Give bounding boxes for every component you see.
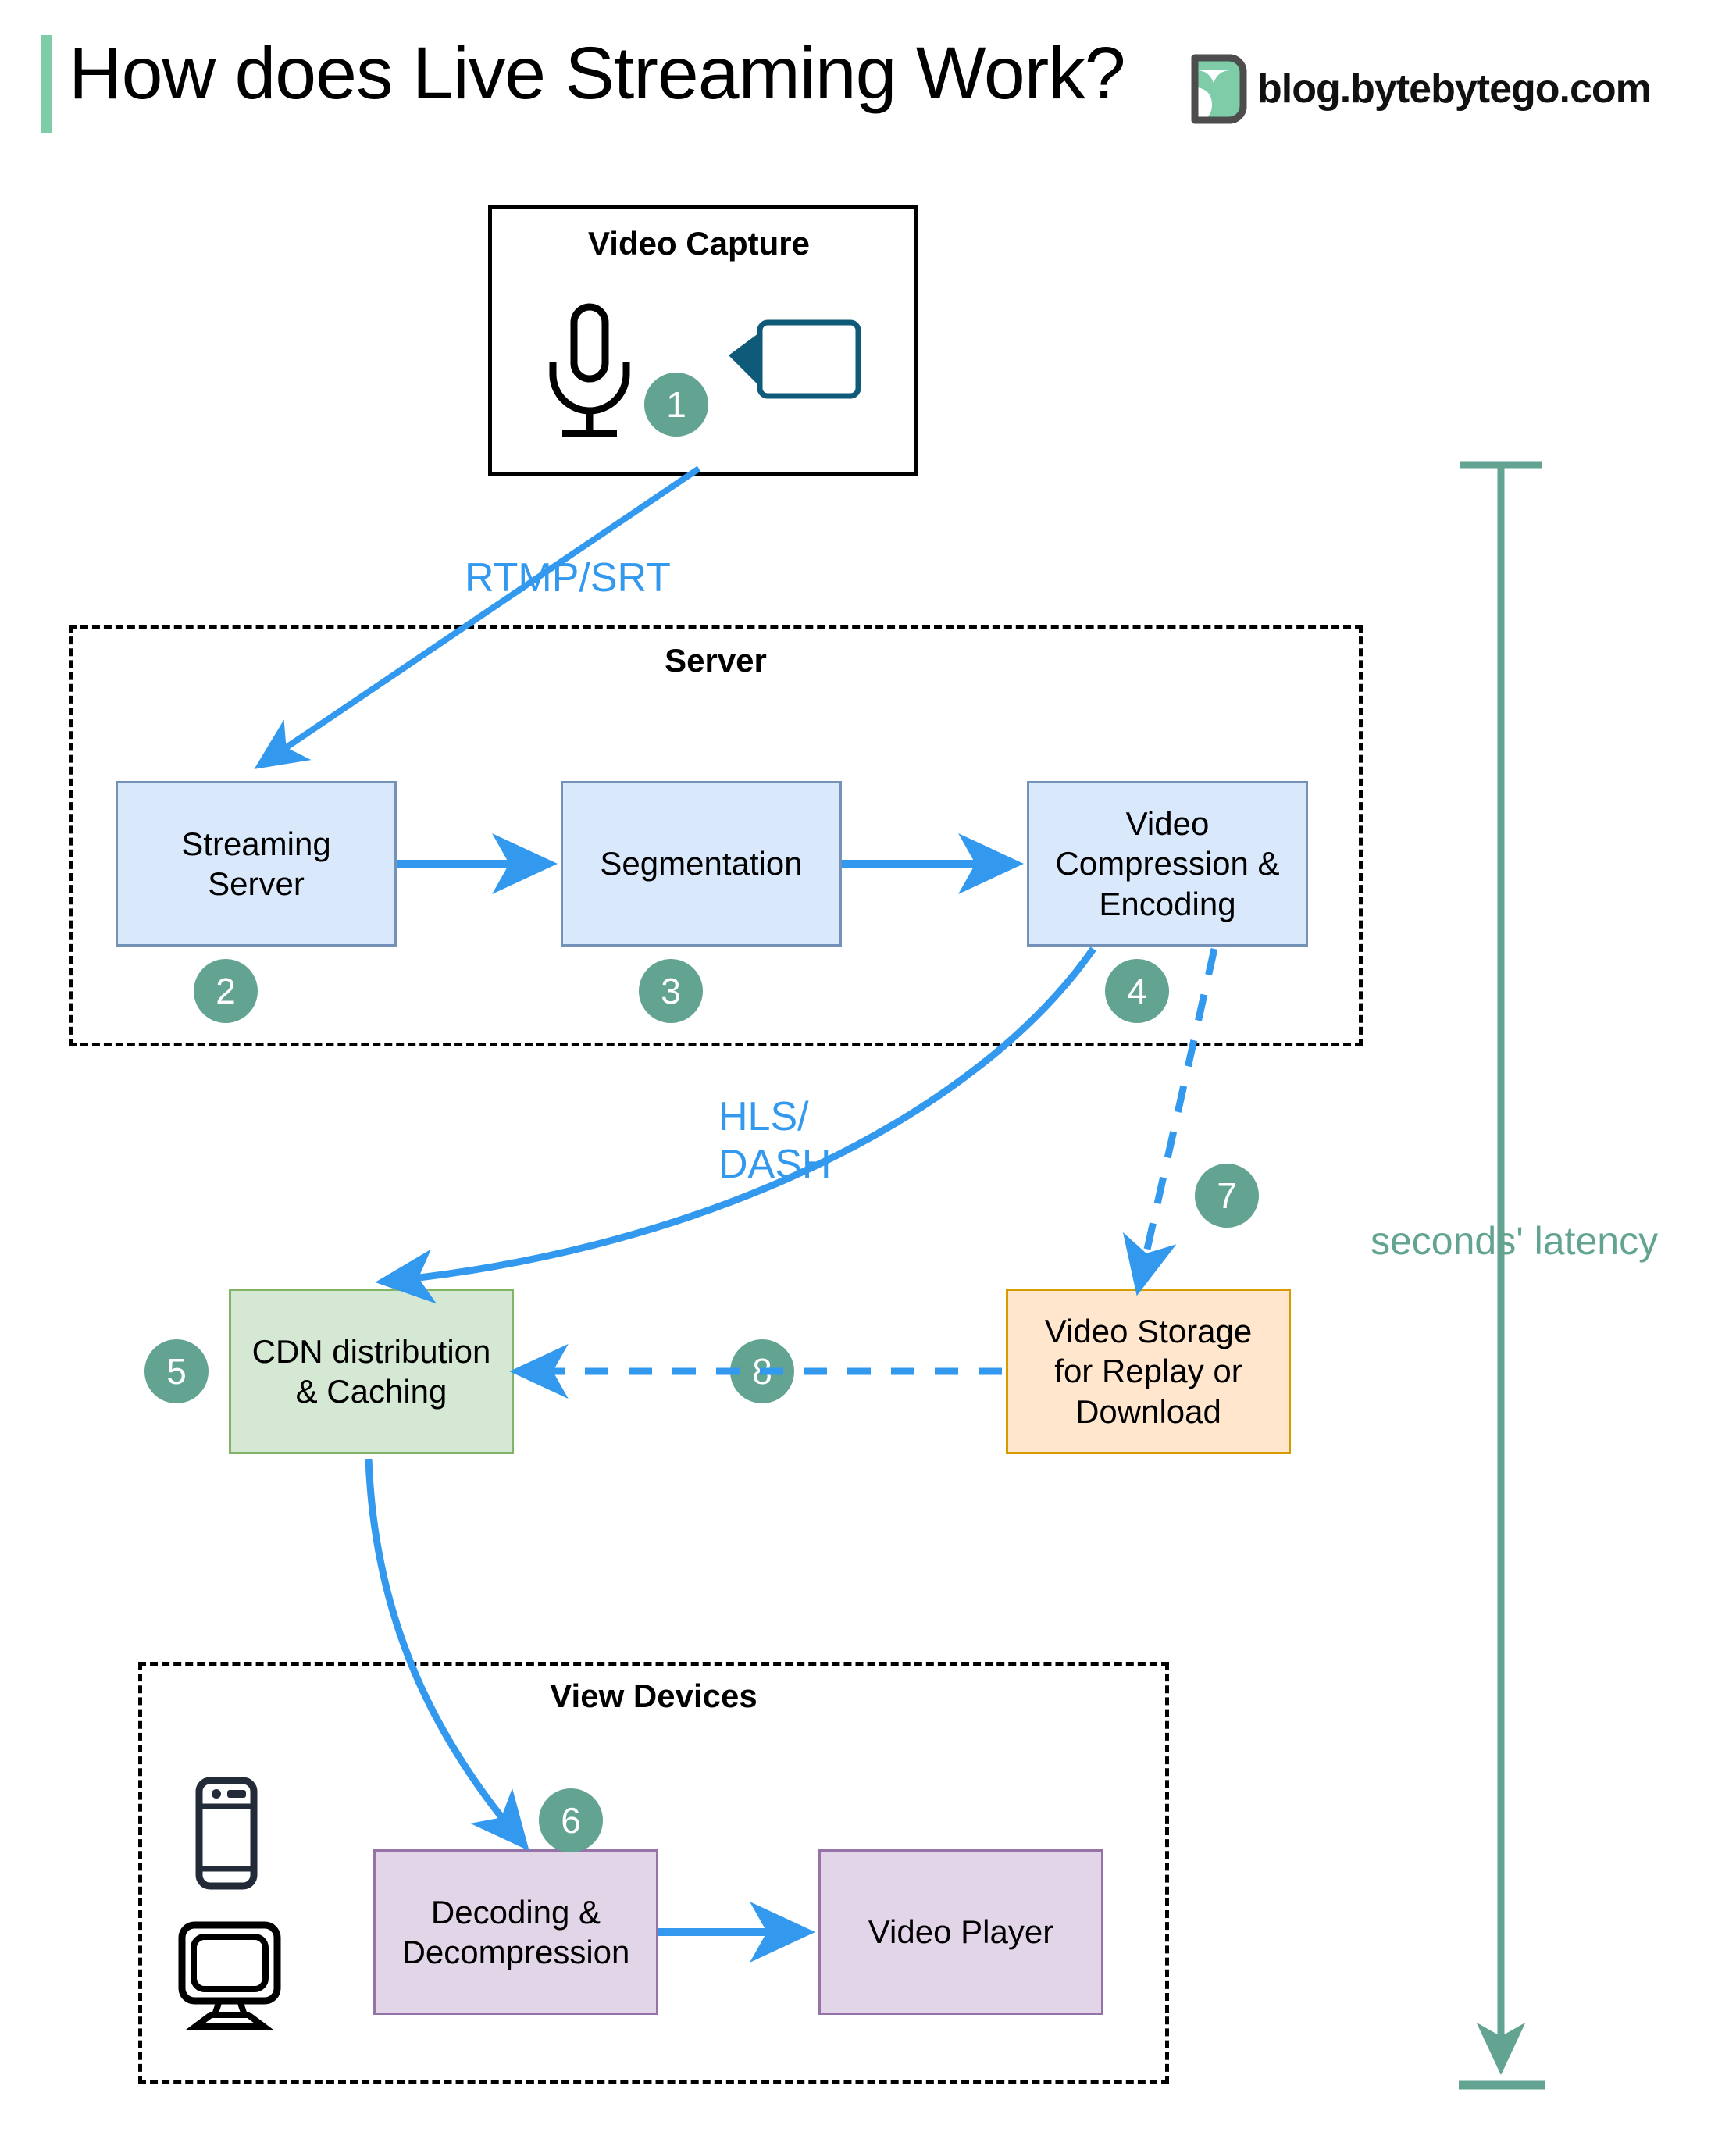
latency-annotation-label: seconds' latency: [1371, 1219, 1659, 1263]
node-video-compression-encoding-label: Video Compression & Encoding: [1055, 805, 1280, 922]
node-video-compression-encoding[interactable]: Video Compression & Encoding: [1027, 781, 1308, 947]
node-video-storage[interactable]: Video Storage for Replay or Download: [1006, 1289, 1291, 1454]
brand-watermark: blog.bytebytego.com: [1187, 47, 1652, 131]
node-segmentation[interactable]: Segmentation: [561, 781, 842, 947]
badge-4: 4: [1105, 959, 1169, 1023]
server-group-title: Server: [665, 642, 767, 679]
node-video-player-label: Video Player: [868, 1913, 1054, 1951]
brand-text: blog.bytebytego.com: [1257, 66, 1652, 112]
desktop-monitor-icon: [178, 1921, 281, 2030]
node-streaming-server-label: Streaming Server: [181, 825, 331, 902]
page-title: How does Live Streaming Work?: [69, 32, 1126, 115]
badge-1: 1: [644, 373, 708, 437]
node-video-player[interactable]: Video Player: [818, 1849, 1103, 2015]
badge-8: 8: [730, 1339, 794, 1403]
node-decoding-label: Decoding & Decompression: [401, 1893, 630, 1970]
node-cdn-distribution-caching[interactable]: CDN distribution & Caching: [229, 1289, 514, 1454]
badge-2: 2: [194, 959, 258, 1023]
badge-6: 6: [539, 1788, 603, 1852]
node-cdn-label: CDN distribution & Caching: [251, 1332, 491, 1410]
mobile-phone-icon: [195, 1777, 258, 1890]
node-decoding-decompression[interactable]: Decoding & Decompression: [373, 1849, 658, 2015]
node-video-storage-label: Video Storage for Replay or Download: [1044, 1313, 1253, 1430]
edge-label-rtmp-srt: RTMP/SRT: [465, 555, 671, 601]
video-camera-icon: [729, 319, 861, 399]
video-capture-title: Video Capture: [588, 225, 810, 262]
badge-7: 7: [1195, 1164, 1259, 1228]
node-streaming-server[interactable]: Streaming Server: [116, 781, 397, 947]
microphone-icon: [549, 303, 630, 437]
badge-3: 3: [639, 959, 703, 1023]
view-devices-group: [138, 1662, 1169, 2084]
edge-label-hls-dash: HLS/ DASH: [718, 1094, 832, 1188]
latency-measure-bar: [1459, 461, 1545, 2090]
badge-5: 5: [144, 1339, 209, 1403]
title-accent-bar: [41, 35, 52, 133]
node-segmentation-label: Segmentation: [600, 845, 803, 882]
bytebytego-logo-icon: [1191, 54, 1247, 124]
view-devices-title: View Devices: [550, 1677, 757, 1714]
